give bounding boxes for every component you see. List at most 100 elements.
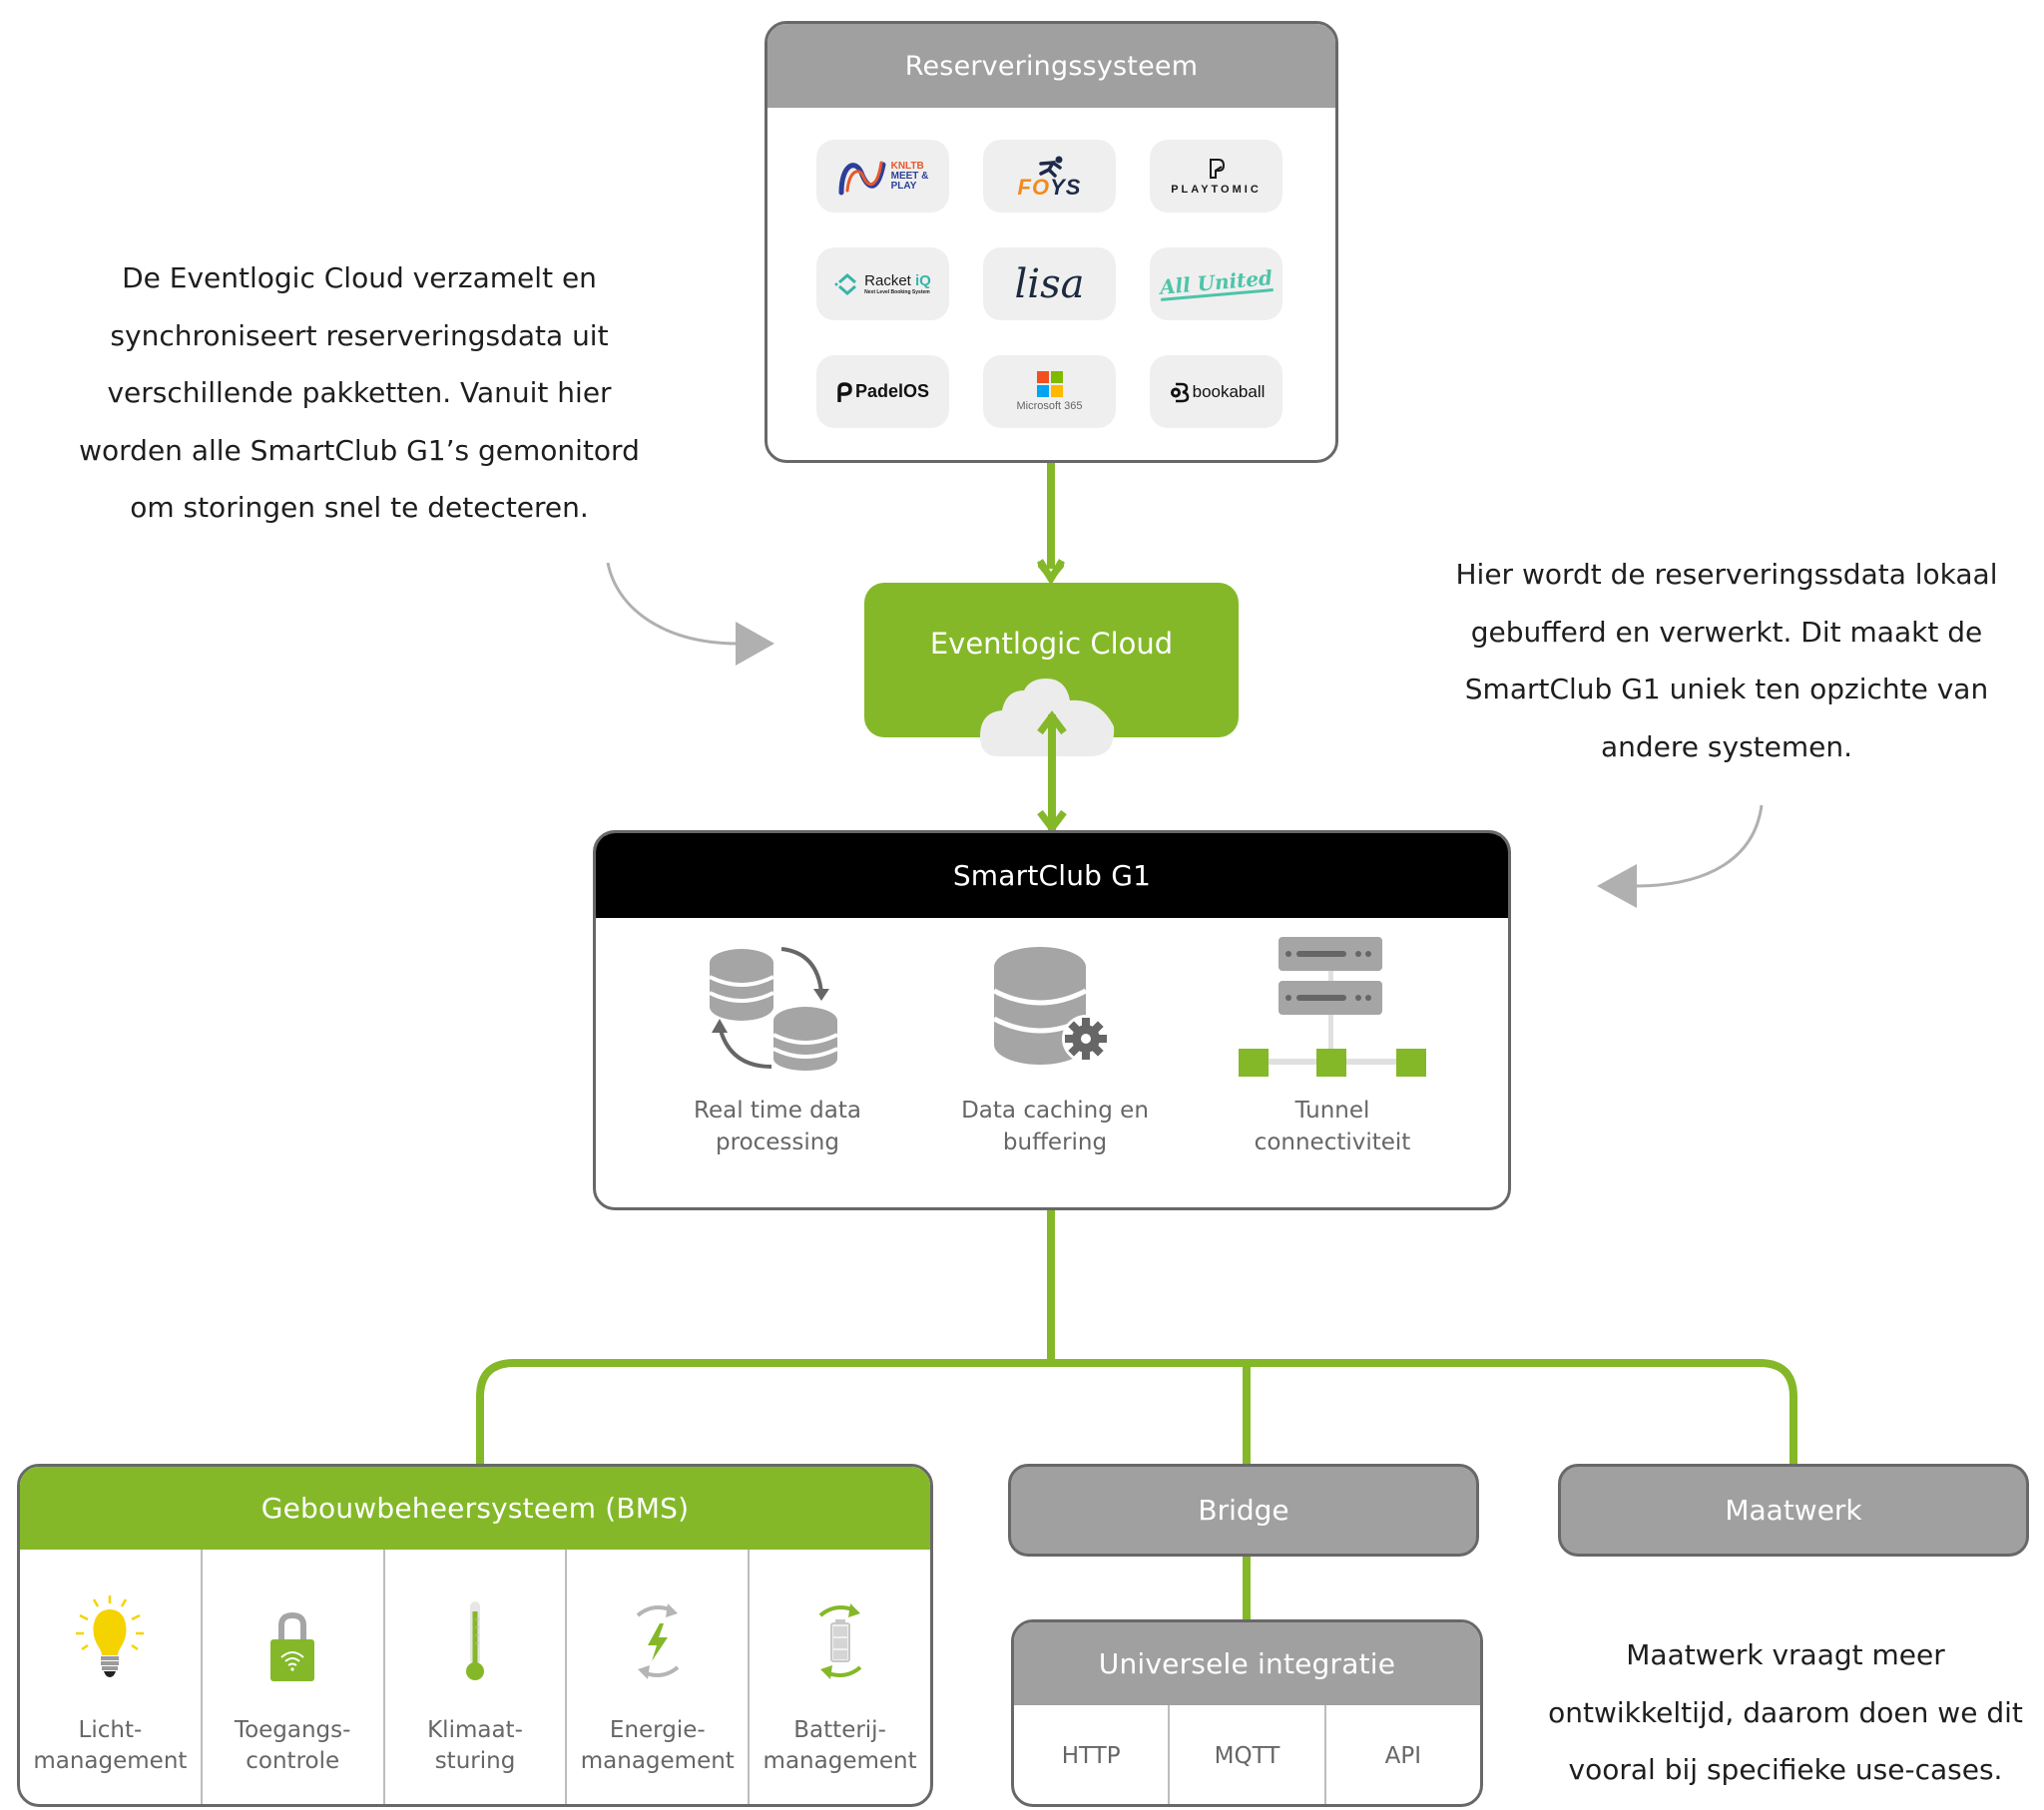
reservation-system-title: Reserveringssysteem (767, 24, 1335, 108)
playtomic-mark-icon (1209, 158, 1225, 179)
logo-knltb[interactable]: KNLTB MEET & PLAY (816, 140, 949, 213)
microsoft-text: Microsoft 365 (1016, 400, 1083, 412)
eventlogic-cloud-title: Eventlogic Cloud (929, 627, 1174, 661)
bms-label-line: Toegangs- (234, 1717, 351, 1743)
connector-branch (476, 1359, 1797, 1464)
feature-realtime-processing: Real time data processing (648, 933, 907, 1158)
bms-item-battery[interactable]: Batterij-management (750, 1550, 930, 1804)
knltb-line: MEET & (890, 170, 929, 182)
padelos-p-icon (837, 381, 852, 402)
server-network-icon (1239, 937, 1426, 1077)
energy-cycle-icon (636, 1603, 680, 1679)
protocol-api[interactable]: API (1384, 1743, 1422, 1769)
bms-label-line: management (33, 1748, 188, 1774)
bms-label-line: Klimaat- (427, 1717, 523, 1743)
logo-playtomic[interactable]: PLAYTOMIC (1150, 140, 1282, 213)
bms-label-line: controle (246, 1748, 340, 1774)
racketiq-accent: iQ (915, 271, 931, 289)
note-line: Maatwerk vraagt meer (1626, 1638, 1945, 1671)
note-line: De Eventlogic Cloud verzamelt en (122, 261, 597, 294)
universal-integration-title: Universele integratie (1014, 1622, 1480, 1705)
feature-label-line: Tunnel (1294, 1098, 1370, 1124)
note-line: worden alle SmartClub G1’s gemonitord (79, 433, 640, 467)
bms-title: Gebouwbeheersysteem (BMS) (20, 1467, 930, 1550)
logo-bookaball[interactable]: bookaball (1150, 355, 1282, 428)
note-maatwerk: Maatwerk vraagt meer ontwikkeltijd, daar… (1527, 1626, 2044, 1799)
knltb-line: KNLTB (890, 160, 924, 172)
maatwerk-title: Maatwerk (1725, 1494, 1862, 1527)
note-line: om storingen snel te detecteren. (130, 491, 589, 524)
knltb-wave-icon (838, 161, 886, 195)
logo-foys[interactable]: FOYS (983, 140, 1116, 213)
thermometer-icon (465, 1601, 484, 1680)
protocol-http[interactable]: HTTP (1014, 1705, 1171, 1804)
maatwerk-box[interactable]: Maatwerk (1558, 1464, 2029, 1557)
logo-lisa[interactable]: lisa (983, 247, 1116, 320)
racketiq-diamond-icon (834, 272, 857, 295)
bms-label-line: sturing (434, 1748, 516, 1774)
smartclub-box: SmartClub G1 (593, 830, 1511, 1210)
runner-icon (1038, 156, 1062, 178)
database-sync-icon (709, 947, 838, 1071)
bms-item-energy[interactable]: Energie-management (567, 1550, 751, 1804)
note-eventlogic-cloud: De Eventlogic Cloud verzamelt en synchro… (40, 249, 679, 537)
logo-grid: KNLTB MEET & PLAY FOYS PLAYTOMIC (816, 140, 1285, 428)
feature-label-line: buffering (1002, 1130, 1108, 1155)
feature-label: Tunnel connectiviteit (1203, 1095, 1462, 1158)
bms-box: Gebouwbeheersysteem (BMS) (17, 1464, 933, 1807)
bms-item-light[interactable]: Licht-management (20, 1550, 203, 1804)
logo-all-united[interactable]: All United (1150, 247, 1282, 320)
note-smartclub: Hier wordt de reserveringssdata lokaal g… (1417, 546, 2036, 775)
feature-label: Real time data processing (648, 1095, 907, 1158)
smartclub-title: SmartClub G1 (596, 833, 1508, 918)
note-line: ontwikkeltijd, daarom doen we dit (1548, 1695, 2023, 1729)
arrowhead-down-cloud-shape (1037, 559, 1065, 586)
bms-label-line: Licht- (78, 1717, 143, 1743)
battery-cycle-icon (818, 1603, 861, 1679)
feature-label-line: processing (716, 1130, 839, 1155)
feature-data-caching: Data caching en buffering (925, 933, 1185, 1158)
lightbulb-icon (76, 1595, 145, 1677)
note-line: vooral bij specifieke use-cases. (1568, 1753, 2003, 1786)
note-line: synchroniseert reserveringsdata uit (110, 318, 609, 352)
feature-label: Data caching en buffering (925, 1095, 1185, 1158)
playtomic-text: PLAYTOMIC (1171, 183, 1262, 196)
racketiq-subtitle: Next Level Booking System (864, 288, 930, 295)
database-gear-icon (992, 947, 1110, 1065)
bms-item-access[interactable]: Toegangs-controle (203, 1550, 385, 1804)
feature-label-line: Data caching en (961, 1098, 1149, 1124)
all-united-text: All United (1158, 265, 1274, 301)
annotation-arrow-left-curve (606, 562, 740, 646)
padelos-text: PadelOS (854, 381, 930, 401)
annotation-arrow-left-head (736, 622, 774, 666)
bridge-title: Bridge (1198, 1494, 1289, 1527)
bms-label-line: management (763, 1748, 917, 1774)
logo-microsoft-365[interactable]: Microsoft 365 (983, 355, 1116, 428)
note-line: SmartClub G1 uniek ten opzichte van (1464, 673, 1989, 705)
bms-label-line: management (580, 1748, 735, 1774)
reservation-system-box: Reserveringssysteem KNLTB MEET & PLAY FO… (765, 21, 1338, 463)
annotation-arrow-right-curve (1634, 804, 1764, 888)
annotation-arrow-right-head (1597, 864, 1637, 908)
note-line: verschillende pakketten. Vanuit hier (107, 376, 612, 409)
protocol-mqtt[interactable]: MQTT (1170, 1705, 1326, 1804)
wifi-lock-icon (270, 1611, 315, 1681)
bookaball-text: bookaball (1192, 381, 1266, 401)
lisa-text: lisa (1014, 260, 1085, 307)
note-line: andere systemen. (1600, 729, 1853, 763)
sync-double-arrow-icon (1037, 710, 1067, 834)
feature-label-line: Real time data (694, 1098, 861, 1124)
racketiq-text: Racket (864, 271, 911, 289)
feature-tunnel-connectivity: Tunnel connectiviteit (1203, 933, 1462, 1158)
bms-label-line: Batterij- (793, 1717, 886, 1743)
logo-padelos[interactable]: PadelOS (816, 355, 949, 428)
universal-integration-box: Universele integratie HTTP MQTT API (1011, 1619, 1483, 1807)
logo-racket-iq[interactable]: Racket iQ Next Level Booking System (816, 247, 949, 320)
note-line: Hier wordt de reserveringssdata lokaal (1455, 558, 1998, 591)
bridge-box[interactable]: Bridge (1008, 1464, 1479, 1557)
bookaball-mark-icon (1170, 382, 1189, 402)
knltb-line: PLAY (890, 180, 917, 192)
bms-item-climate[interactable]: Klimaat-sturing (385, 1550, 568, 1804)
arrowhead-down-cloud (1038, 561, 1064, 583)
eventlogic-cloud-box: Eventlogic Cloud (864, 583, 1239, 737)
